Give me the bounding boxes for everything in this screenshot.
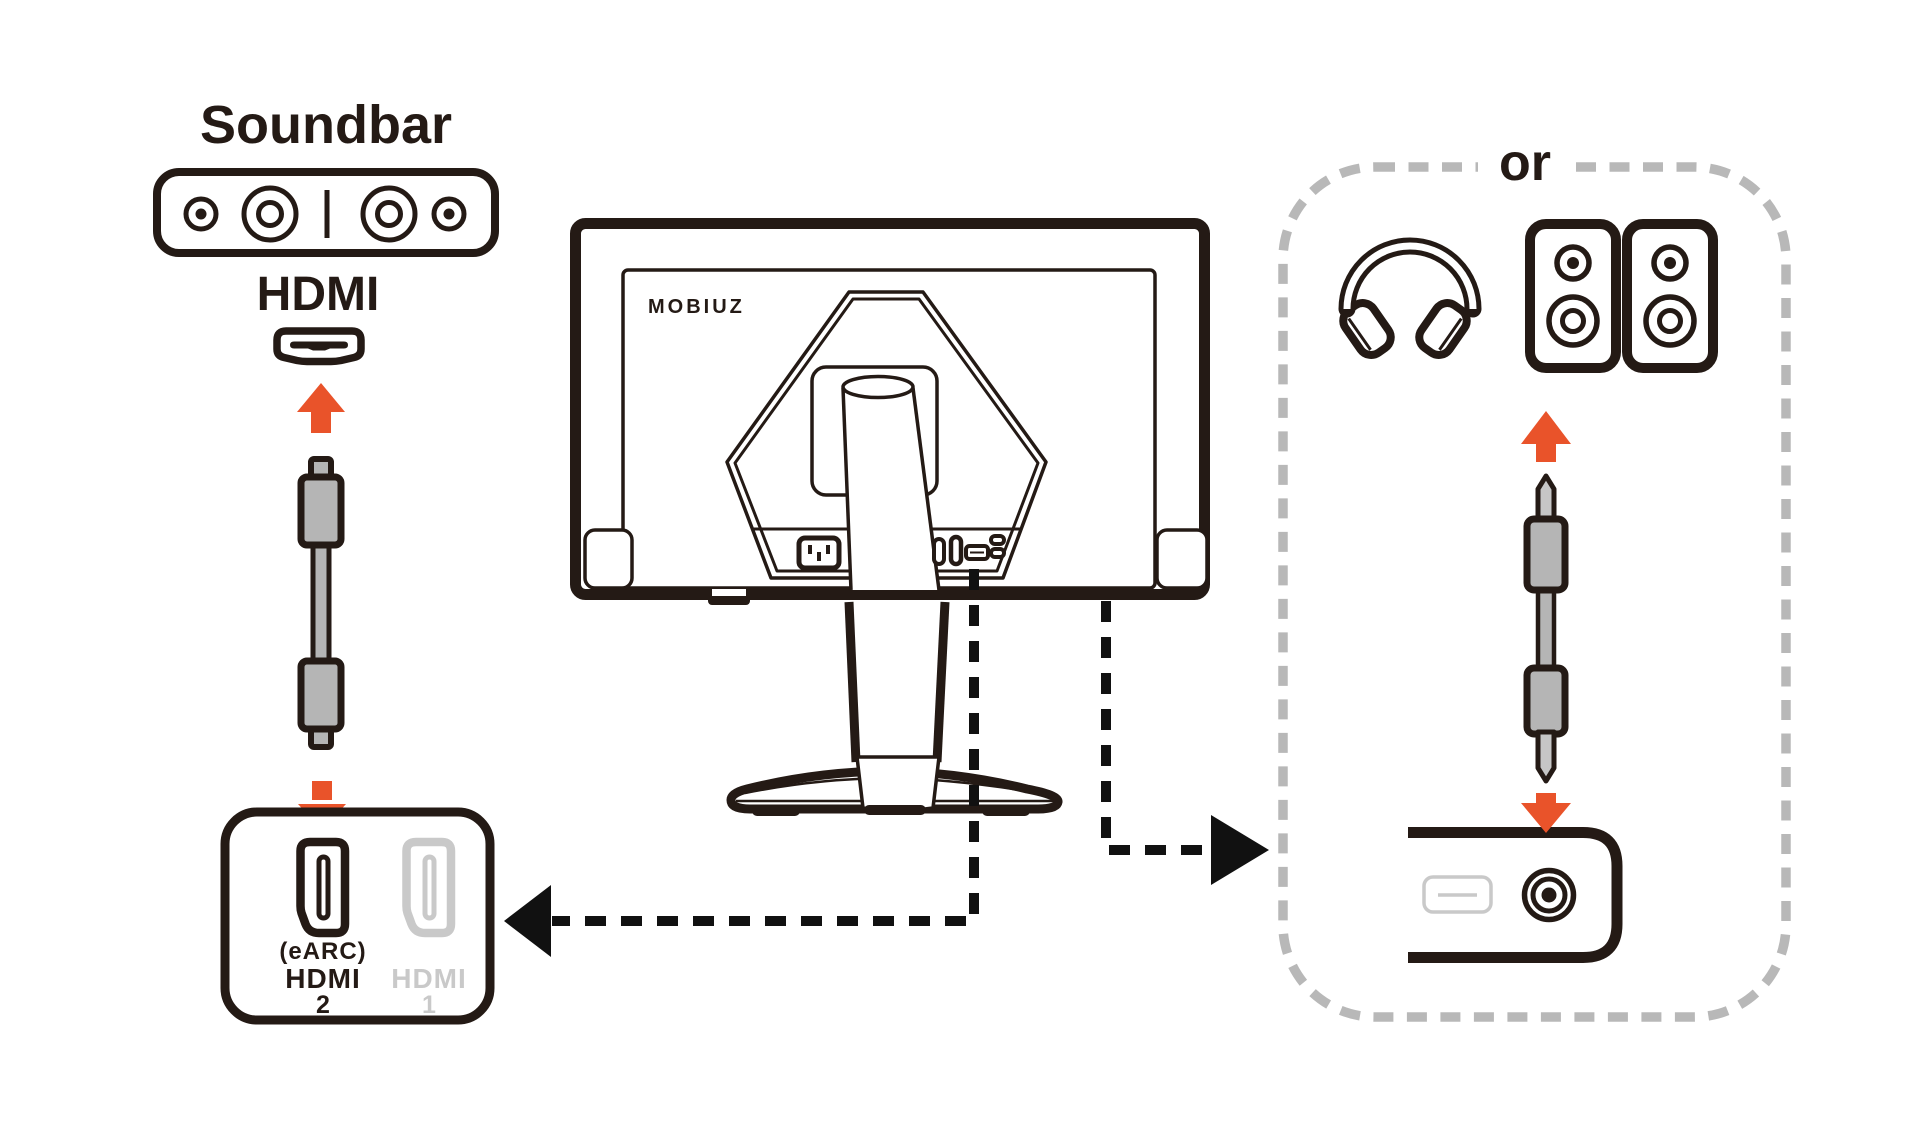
- arrow-up-icon: [297, 383, 345, 433]
- soundbar-icon: [153, 168, 499, 257]
- audio-device-box: [1408, 827, 1623, 963]
- monitor-logo: MOBIUZ: [648, 296, 745, 318]
- latch-gap: [712, 589, 746, 598]
- stand-neck: [841, 374, 941, 591]
- arrow-up-icon: [1521, 411, 1571, 462]
- bottom-left-recess: [583, 528, 634, 590]
- hdmi-cable-icon: [297, 456, 345, 750]
- hdmi-port-1-icon: [402, 837, 456, 938]
- hdmi1-number: 1: [422, 991, 436, 1019]
- power-inlet-icon: [796, 535, 842, 571]
- speaker-left-icon: [1525, 219, 1621, 373]
- hdmi1-label: HDMI: [391, 963, 467, 994]
- hdmi-plug-icon: [273, 327, 365, 366]
- bottom-right-recess: [1155, 528, 1209, 590]
- monitor-stand: [726, 601, 1063, 816]
- soundbar-flow: Soundbar HDMI: [153, 95, 499, 1025]
- hexagon-outer: [725, 290, 1048, 580]
- hdmi-port-earc-icon: [296, 837, 350, 938]
- audio-jack-port-icon: [1521, 867, 1577, 923]
- hdmi2-label: HDMI: [285, 963, 361, 994]
- arrow-left-icon: [504, 885, 551, 957]
- latch-tab: [708, 596, 750, 605]
- earc-label: (eARC): [279, 938, 366, 965]
- stand-joint: [855, 755, 941, 813]
- base-foot-center: [864, 805, 926, 815]
- base-foot-right: [982, 806, 1030, 816]
- port-cluster-icon: [932, 534, 1006, 567]
- arrow-down-icon: [1521, 793, 1571, 833]
- soundbar-label: Soundbar: [200, 95, 452, 155]
- soundbar-hdmi-label: HDMI: [257, 268, 380, 321]
- audio-cable-icon: [1523, 473, 1569, 784]
- headphones-icon: [1338, 237, 1482, 359]
- or-label-backing: [1478, 128, 1572, 190]
- dashed-connector-right: [1101, 601, 1269, 885]
- alt-audio-group: or: [1278, 128, 1791, 1022]
- dashed-connector-left: [504, 569, 979, 957]
- arrow-right-icon: [1211, 815, 1269, 885]
- hdmi2-number: 2: [316, 991, 330, 1019]
- or-label: or: [1499, 134, 1551, 192]
- hexagon-inner: [733, 297, 1040, 573]
- hdmi-box: (eARC) HDMI 2 HDMI 1: [220, 807, 495, 1025]
- monitor-rear-icon: MOBIUZ: [570, 218, 1210, 605]
- speaker-right-icon: [1622, 219, 1718, 373]
- base-foot-left: [752, 806, 800, 816]
